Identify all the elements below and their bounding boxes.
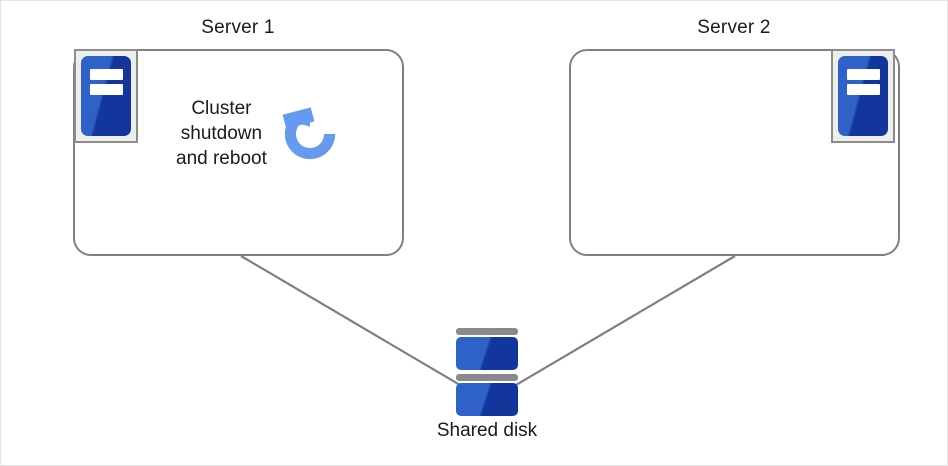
- server-2-title: Server 2: [697, 17, 771, 38]
- connector-server2-to-disk: [515, 255, 736, 386]
- server-icon-body: [81, 56, 131, 136]
- server-icon-body: [838, 56, 888, 136]
- server-1-title: Server 1: [201, 17, 275, 38]
- disk-cap: [456, 374, 518, 381]
- cluster-shutdown-annotation: Cluster shutdown and reboot: [176, 96, 347, 171]
- server-chassis-icon: [831, 49, 895, 143]
- disk-cap: [456, 328, 518, 335]
- stacked-disk-icon[interactable]: [456, 328, 518, 416]
- server-icon-slot-top: [846, 68, 880, 80]
- disk-unit-top: [456, 328, 518, 370]
- shared-disk-label: Shared disk: [436, 420, 538, 441]
- server-icon-slot-bottom: [89, 84, 123, 95]
- reboot-circular-arrow-icon: [282, 106, 336, 159]
- server-icon-slot-top: [89, 68, 123, 80]
- connector-server1-to-disk: [240, 255, 461, 386]
- disk-unit-bottom: [456, 374, 518, 416]
- server-icon-slot-bottom: [846, 84, 880, 95]
- server-chassis-icon: [74, 49, 138, 143]
- disk-body: [456, 337, 518, 370]
- disk-body: [456, 383, 518, 416]
- cluster-shutdown-text: Cluster shutdown and reboot: [176, 98, 267, 169]
